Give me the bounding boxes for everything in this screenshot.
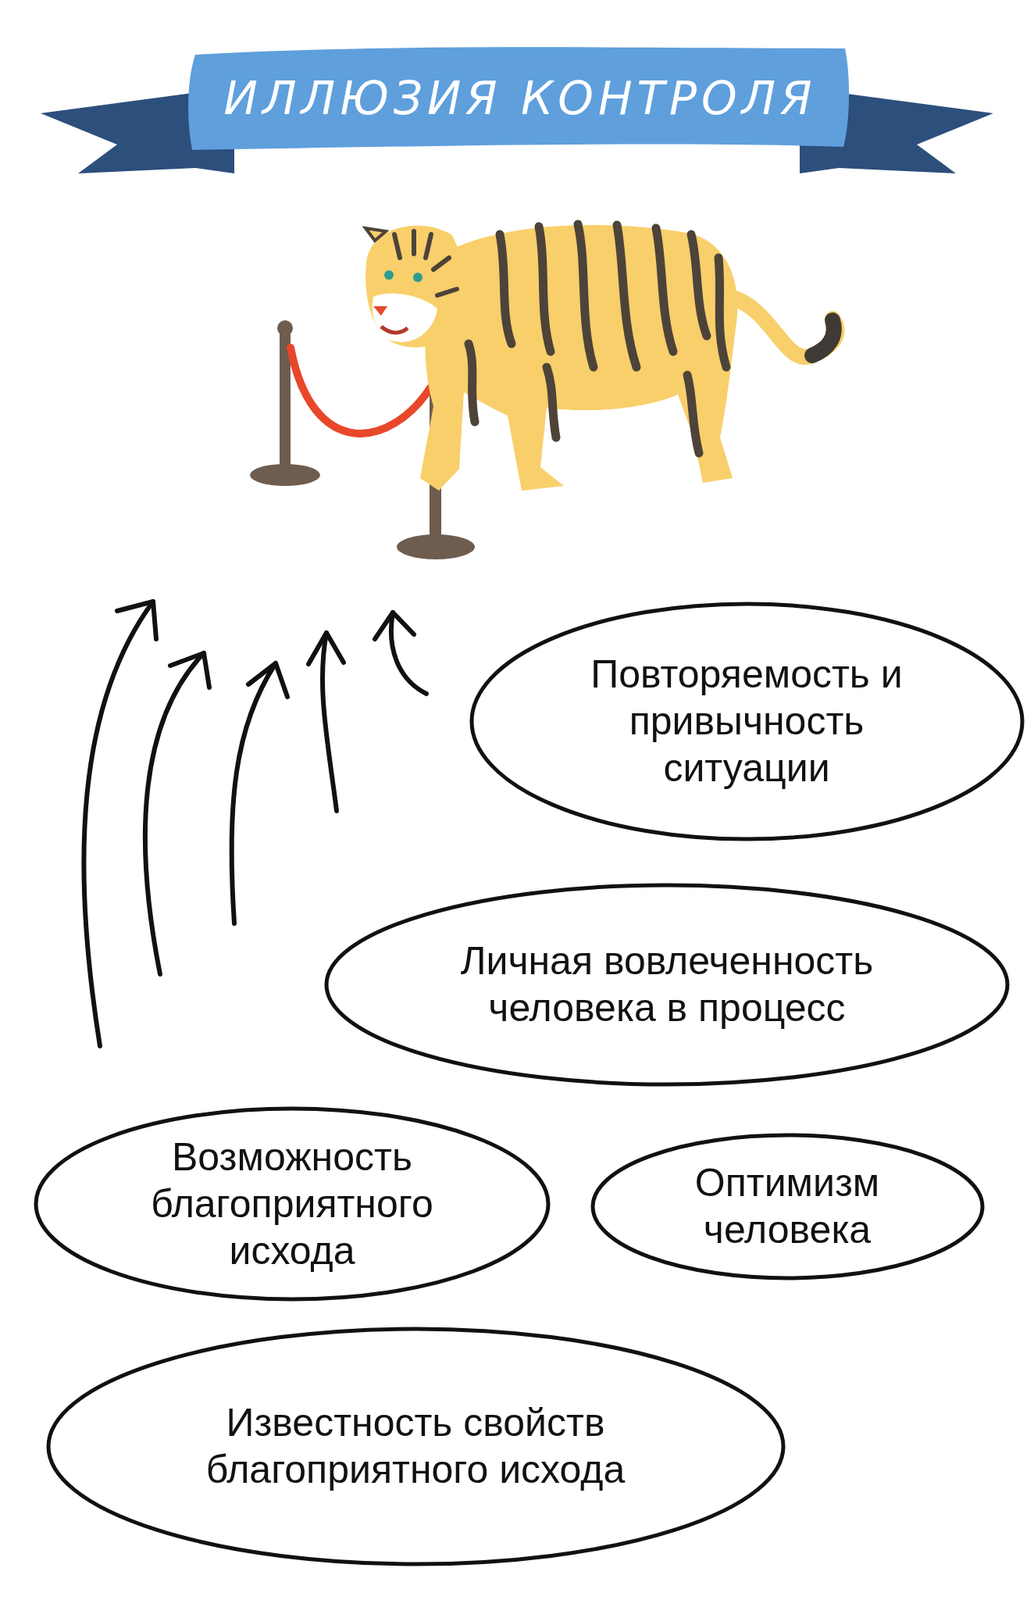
ellipse-outline	[590, 1132, 985, 1281]
ellipse-node: Личная вовлеченность человека в процесс	[324, 882, 1010, 1087]
node-text: Личная вовлеченность человека в процесс	[410, 937, 925, 1031]
node-text: Возможность благоприятного исхода	[106, 1133, 479, 1274]
ellipse-node: Известность свойств благоприятного исход…	[46, 1326, 786, 1566]
title-ribbon	[40, 46, 994, 174]
node-text: Повторяемость и привычность ситуации	[546, 650, 947, 792]
tiger	[365, 224, 837, 491]
node-text: Оптимизм человека	[645, 1158, 930, 1253]
ellipse-outline	[324, 882, 1010, 1087]
ellipse-outline	[46, 1326, 786, 1566]
ellipse-node: Повторяемость и привычность ситуации	[469, 601, 1025, 842]
node-text: Известность свойств благоприятного исход…	[127, 1398, 705, 1493]
ellipse-node: Оптимизм человека	[590, 1132, 985, 1281]
ellipse-node: Возможность благоприятного исхода	[33, 1105, 551, 1302]
title-text: ИЛЛЮЗИЯ КОНТРОЛЯ	[224, 71, 817, 125]
